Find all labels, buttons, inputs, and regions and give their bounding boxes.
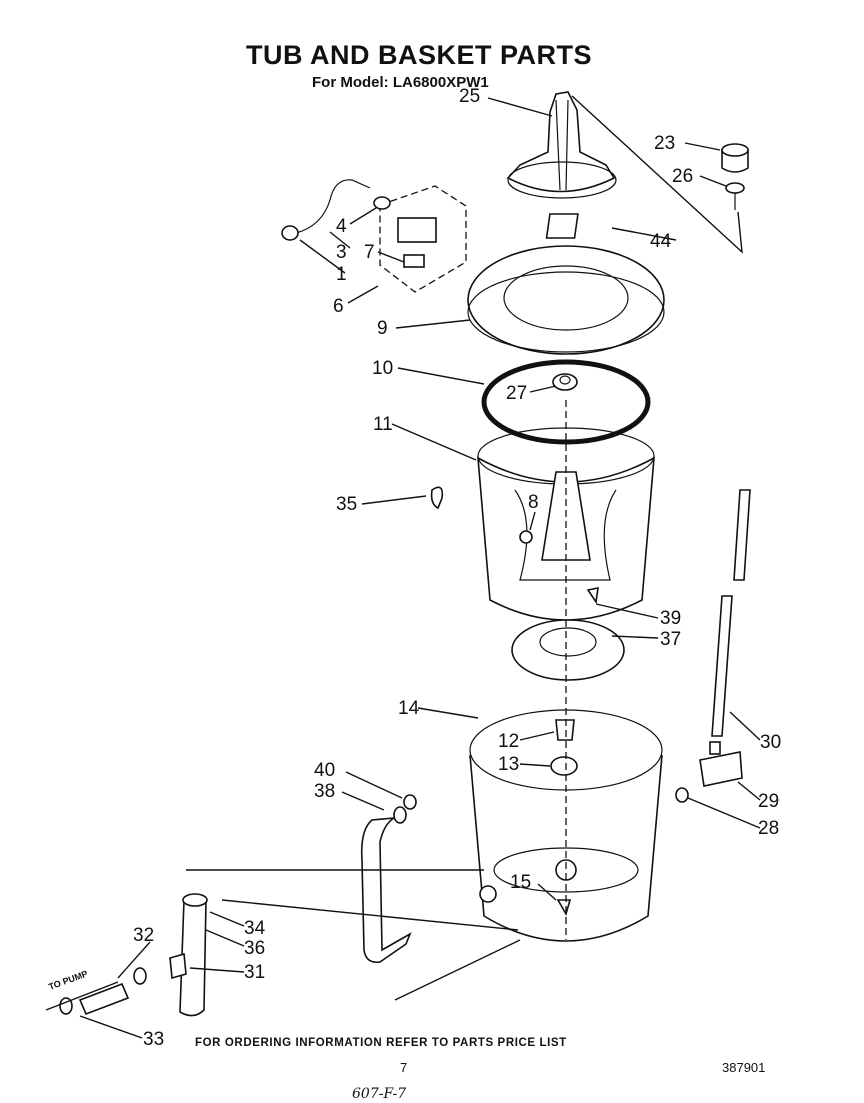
callout-8: 8 [528,492,539,513]
callout-11: 11 [373,414,393,435]
callout-15: 15 [510,872,531,893]
drive-block-part [511,619,625,681]
callout-7: 7 [364,242,375,263]
callout-12: 12 [498,731,519,752]
tub-clamp-15-part [556,899,572,917]
agitator-top-part [506,91,617,199]
spanner-nut-part [552,373,578,391]
handwritten-note: 607-F-7 [352,1086,407,1102]
drain-bracket-lines [186,869,521,1001]
agitator-cap-part [721,143,749,173]
page-number: 7 [400,1060,408,1075]
to-pump-arrow [45,981,119,1011]
tub-nut-13-part [550,756,578,776]
callout-40: 40 [314,760,335,781]
reference-code: 387901 [722,1060,766,1075]
callout-23: 23 [654,133,675,154]
tub-seal-12-part [555,719,575,741]
callout-labels: 25 23 26 44 4 3 1 7 6 9 10 27 11 8 35 39… [47,86,781,1050]
callout-4: 4 [336,216,347,237]
callout-30: 30 [760,732,781,753]
callout-28: 28 [758,818,779,839]
callout-10: 10 [372,358,393,379]
callout-37: 37 [660,629,681,650]
callout-leaders [79,97,761,1039]
basket-clip-part [430,486,444,510]
callout-32: 32 [133,925,154,946]
callout-35: 35 [336,494,357,515]
callout-1: 1 [336,264,347,285]
callout-39: 39 [660,608,681,629]
fill-hose-part [711,489,751,737]
callout-9: 9 [377,318,388,339]
inlet-washer-part [675,787,689,803]
callout-27: 27 [506,383,527,404]
inlet-valve-part [699,741,743,787]
cap-clip-part [725,182,745,210]
to-pump-label: TO PUMP [47,969,89,992]
callout-6: 6 [333,296,344,317]
basket-screw-part [586,586,599,605]
pressure-switch-assembly [281,179,467,293]
callout-34: 34 [244,918,266,939]
drain-hose-part [59,893,208,1017]
ordering-info-note: FOR ORDERING INFORMATION REFER TO PARTS … [195,1037,567,1049]
callout-26: 26 [672,166,693,187]
callout-44: 44 [650,231,672,252]
tub-ring-part [467,245,665,355]
model-subtitle: For Model: LA6800XPW1 [312,74,489,91]
callout-29: 29 [758,791,779,812]
callout-38: 38 [314,781,335,802]
callout-13: 13 [498,754,519,775]
diagram-title: TUB AND BASKET PARTS [246,40,592,70]
callout-33: 33 [143,1029,164,1050]
callout-36: 36 [244,938,265,959]
callout-25: 25 [459,86,480,107]
callout-3: 3 [336,242,347,263]
callout-14: 14 [398,698,420,719]
siphon-hose-part [360,794,417,964]
axis-line-top [571,95,743,254]
callout-31: 31 [244,962,265,983]
bracket-part [545,213,579,239]
